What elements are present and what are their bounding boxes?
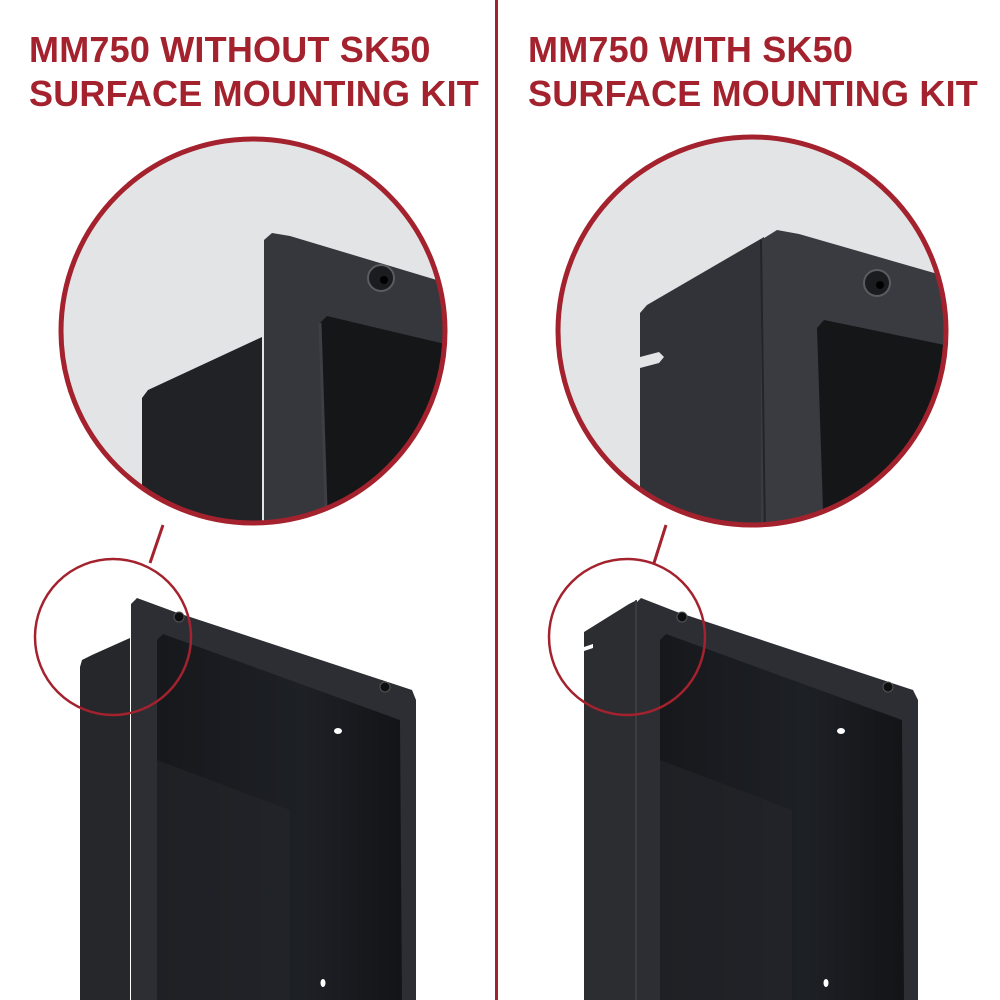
small-magnifier-ring <box>547 557 707 717</box>
product-illustration-with-kit <box>547 134 949 1000</box>
title-line-2: SURFACE MOUNTING KIT <box>29 73 479 114</box>
magnifier-connector-line <box>652 524 668 564</box>
panel-title-with-kit: MM750 WITH SK50 SURFACE MOUNTING KIT <box>528 28 978 116</box>
title-line-1: MM750 WITHOUT SK50 <box>29 29 431 70</box>
panel-with-kit: MM750 WITH SK50 SURFACE MOUNTING KIT <box>499 0 1000 1000</box>
magnifier-circle <box>58 136 448 526</box>
magnifier-circle <box>555 134 949 528</box>
title-line-1: MM750 WITH SK50 <box>528 29 854 70</box>
panel-title-without-kit: MM750 WITHOUT SK50 SURFACE MOUNTING KIT <box>29 28 479 116</box>
magnifier-connector-line <box>148 524 165 564</box>
small-magnifier-ring <box>33 557 193 717</box>
product-illustration-without-kit <box>33 136 448 1000</box>
enclosure-full-view <box>80 598 416 1000</box>
panel-divider <box>495 0 498 1000</box>
panel-without-kit: MM750 WITHOUT SK50 SURFACE MOUNTING KIT <box>0 0 496 1000</box>
title-line-2: SURFACE MOUNTING KIT <box>528 73 978 114</box>
enclosure-full-view <box>584 598 918 1000</box>
